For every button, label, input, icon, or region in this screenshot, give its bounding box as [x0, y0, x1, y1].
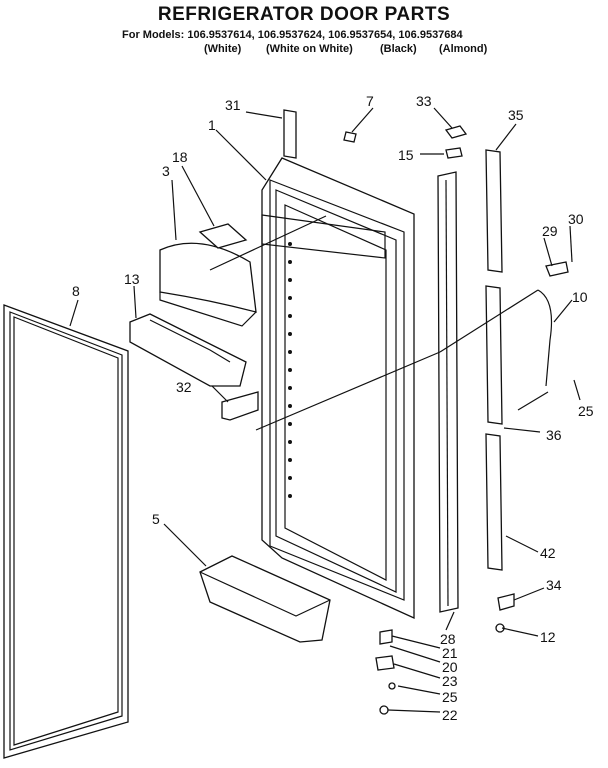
color-white-on-white: (White on White) — [266, 43, 353, 55]
egg-tray — [129, 313, 259, 421]
part-label-7: 7 — [366, 93, 374, 109]
door-gasket — [3, 304, 129, 759]
shelf-assembly — [159, 223, 257, 327]
part-label-1: 1 — [208, 117, 216, 133]
part-label-10: 10 — [572, 289, 588, 305]
part-label-31: 31 — [225, 97, 241, 113]
part-label-35: 35 — [508, 107, 524, 123]
part-label-22: 22 — [442, 707, 458, 723]
leader-lines — [69, 107, 581, 713]
part-label-20: 20 — [442, 659, 458, 675]
long-channel — [437, 171, 459, 613]
part-label-32: 32 — [176, 379, 192, 395]
small-hardware — [375, 125, 515, 715]
color-black: (Black) — [380, 43, 417, 55]
part-label-23: 23 — [442, 673, 458, 689]
part-label-8: 8 — [72, 283, 80, 299]
right-trim-pieces — [485, 149, 503, 571]
part-label-34: 34 — [546, 577, 562, 593]
diagram-title: REFRIGERATOR DOOR PARTS — [157, 4, 451, 25]
part-label-5: 5 — [152, 511, 160, 527]
part-label-33: 33 — [416, 93, 432, 109]
part-label-29: 29 — [542, 223, 558, 239]
color-white: (White) — [204, 43, 242, 55]
part-label-12: 12 — [540, 629, 556, 645]
color-almond: (Almond) — [439, 43, 488, 55]
part-label-13: 13 — [124, 271, 140, 287]
part-label-3: 3 — [162, 163, 170, 179]
part-label-25b: 25 — [442, 689, 458, 705]
door-liner — [261, 157, 415, 620]
part-label-18: 18 — [172, 149, 188, 165]
door-bin — [199, 555, 331, 643]
part-label-21: 21 — [442, 645, 458, 661]
part-label-28: 28 — [440, 631, 456, 647]
part-label-25a: 25 — [578, 403, 594, 419]
part-label-36: 36 — [546, 427, 562, 443]
liner-holes — [288, 242, 292, 498]
door-handle — [537, 261, 569, 387]
models-line: For Models: 106.9537614, 106.9537624, 10… — [122, 29, 463, 41]
part-label-42: 42 — [540, 545, 556, 561]
part-label-30: 30 — [568, 211, 584, 227]
part-label-15: 15 — [398, 147, 414, 163]
trim-strip — [283, 109, 357, 159]
